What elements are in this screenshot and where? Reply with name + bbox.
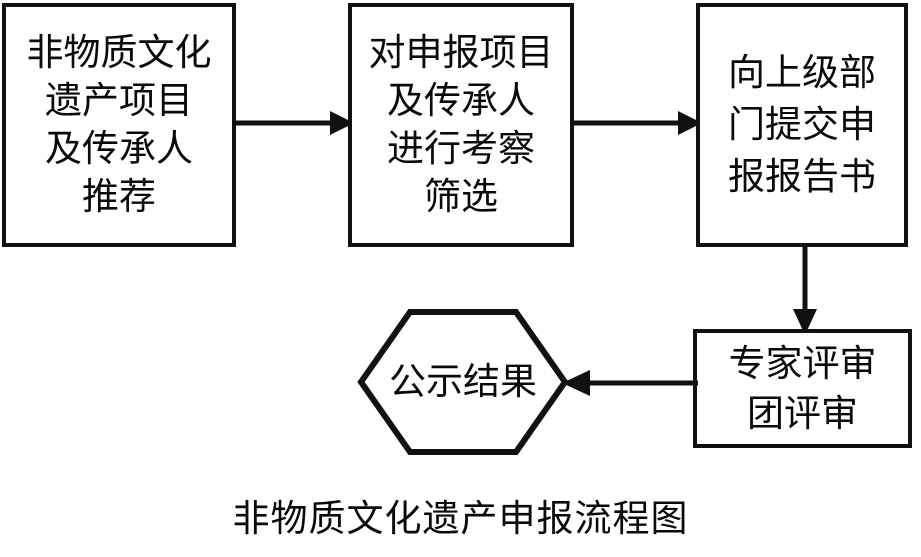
arrowhead-right-icon (678, 111, 702, 135)
flow-node-inspect[interactable]: 对申报项目 及传承人 进行考察 筛选 (348, 3, 574, 247)
flow-node-inspect-label: 对申报项目 及传承人 进行考察 筛选 (368, 31, 554, 218)
edge-review-to-publish (562, 370, 698, 396)
edge-recommend-to-inspect (232, 111, 354, 135)
flow-node-review[interactable]: 专家评审 团评审 (693, 329, 912, 448)
flow-node-publish[interactable]: 公示结果 (357, 308, 569, 456)
arrowhead-left-icon (562, 370, 590, 396)
flow-node-review-label: 专家评审 团评审 (728, 341, 877, 435)
flow-node-submit-label: 向上级部 门提交申 报报告书 (728, 51, 876, 198)
flow-node-submit[interactable]: 向上级部 门提交申 报报告书 (696, 3, 908, 247)
edge-inspect-to-submit (570, 111, 702, 135)
hexagon-shape-icon (357, 309, 569, 455)
arrowhead-down-icon (793, 309, 817, 335)
flow-node-recommend-label: 非物质文化 遗产项目 及传承人 推荐 (26, 31, 212, 218)
flow-node-recommend[interactable]: 非物质文化 遗产项目 及传承人 推荐 (2, 3, 236, 247)
edge-submit-to-review (793, 243, 817, 335)
flow-node-publish-label: 公示结果 (389, 360, 537, 403)
diagram-caption: 非物质文化遗产申报流程图 (232, 497, 689, 540)
arrowhead-right-icon (330, 111, 354, 135)
